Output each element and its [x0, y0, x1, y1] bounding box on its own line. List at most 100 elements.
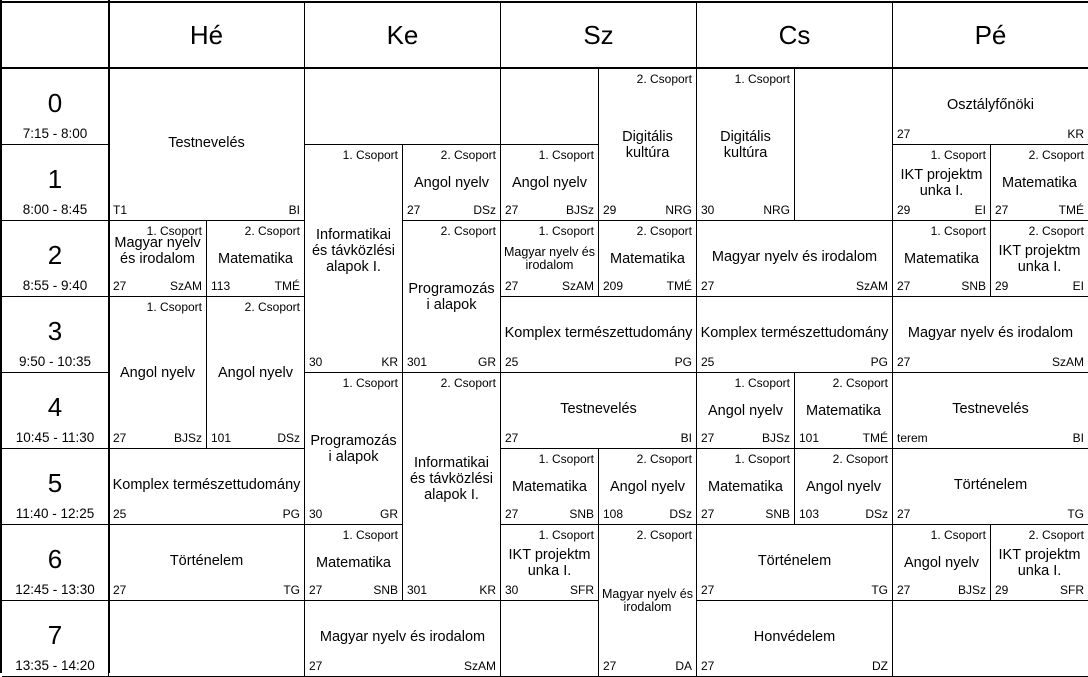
lesson-subject: Programozás i alapok [408, 281, 495, 313]
lesson-group: 1. Csoport [538, 224, 594, 238]
lesson-cell[interactable] [795, 69, 893, 221]
lesson-teacher: DSz [669, 507, 692, 521]
lesson-group: 1. Csoport [930, 528, 986, 542]
lesson-room: 27 [113, 431, 127, 445]
hour-time: 7:15 - 8:00 [22, 126, 88, 141]
lesson-teacher: EI [974, 203, 986, 217]
day-label: Ke [386, 20, 419, 50]
lesson-group: 2. Csoport [832, 376, 888, 390]
lesson-cell[interactable] [501, 601, 599, 677]
lesson-subject: Matematika [610, 251, 685, 267]
lesson-room: 27 [701, 507, 715, 521]
lesson-teacher: BI [680, 431, 692, 445]
lesson-room: 25 [505, 355, 519, 369]
hour-time: 10:45 - 11:30 [15, 430, 95, 445]
lesson-teacher: SzAM [561, 279, 594, 293]
lesson-room: 27 [701, 431, 715, 445]
lesson-room: 30 [309, 355, 323, 369]
lesson-cell[interactable] [501, 69, 599, 145]
frame-line [0, 1, 1088, 3]
lesson-teacher: SzAM [1051, 355, 1084, 369]
frame-line [0, 0, 2, 673]
lesson-teacher: SFR [570, 583, 594, 597]
day-header: Ke [305, 3, 501, 69]
lesson-subject: Matematika [218, 251, 293, 267]
lesson-teacher: NRG [665, 203, 692, 217]
lesson-room: T1 [113, 203, 128, 217]
day-label: Pé [974, 20, 1007, 50]
hour-number: 6 [47, 544, 63, 574]
lesson-group: 1. Csoport [734, 72, 790, 86]
lesson-subject: Magyar nyelv és irodalom [601, 587, 693, 614]
lesson-subject: Informatikai és távközlési alapok I. [409, 455, 493, 503]
lesson-room: 29 [995, 583, 1009, 597]
lesson-subject: Digitális kultúra [622, 129, 673, 161]
lesson-room: 27 [505, 507, 519, 521]
lesson-room: 27 [309, 583, 323, 597]
lesson-room: 27 [113, 583, 127, 597]
lesson-group: 2. Csoport [636, 528, 692, 542]
day-label: Cs [778, 20, 811, 50]
frame-line [108, 0, 110, 673]
lesson-subject: Magyar nyelv és irodalom [319, 629, 486, 645]
lesson-room: 27 [505, 203, 519, 217]
lesson-subject: Angol nyelv [806, 479, 881, 495]
lesson-group: 1. Csoport [538, 148, 594, 162]
lesson-teacher: DSz [473, 203, 496, 217]
lesson-teacher: NRG [763, 203, 790, 217]
lesson-group: 2. Csoport [1028, 528, 1084, 542]
lesson-cell[interactable] [305, 69, 501, 145]
lesson-subject: Történelem [757, 553, 832, 569]
lesson-cell[interactable] [109, 601, 305, 677]
lesson-cell[interactable] [893, 601, 1088, 677]
lesson-subject: Testnevelés [168, 135, 245, 151]
